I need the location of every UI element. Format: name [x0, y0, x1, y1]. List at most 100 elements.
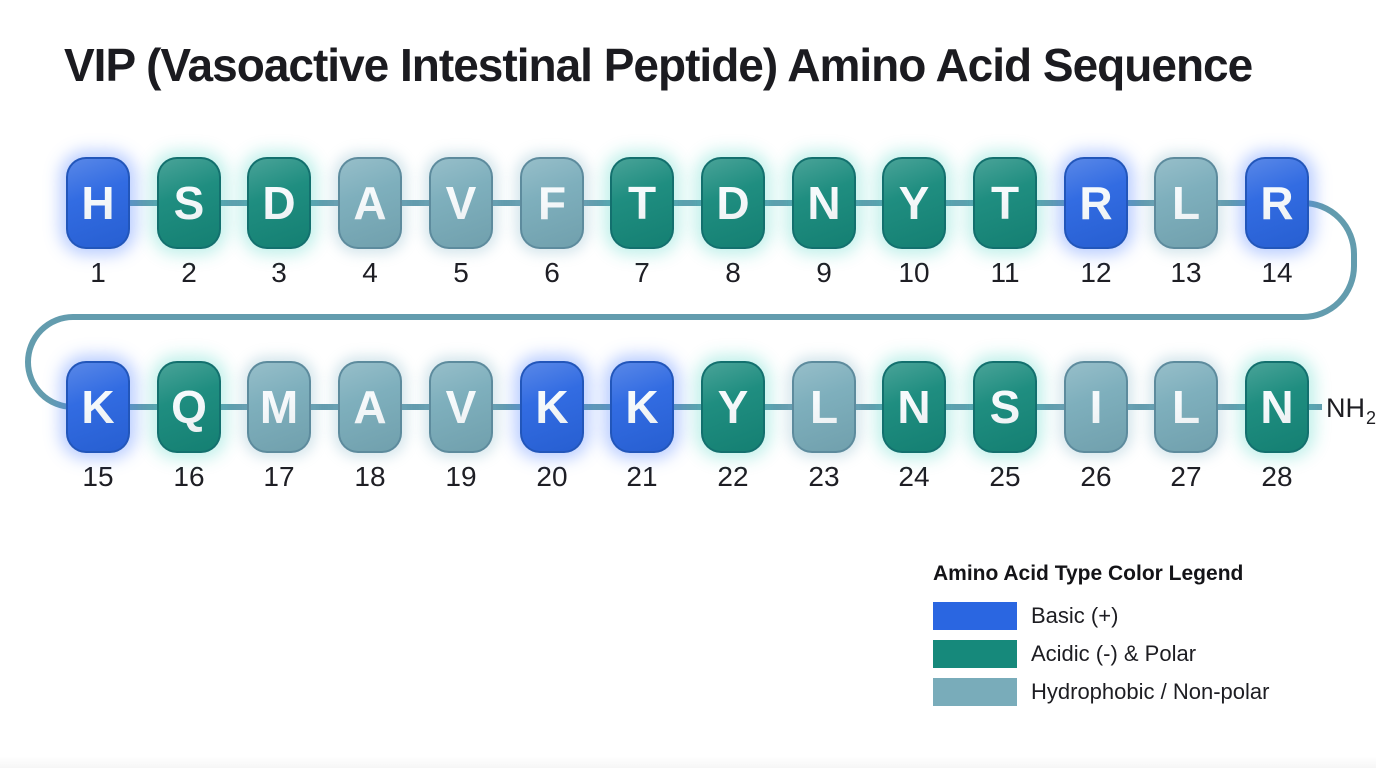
- residue-T11: T 11: [973, 157, 1037, 287]
- residue-S25: S 25: [973, 361, 1037, 491]
- residue-letter-box: N: [792, 157, 856, 249]
- residue-letter-box: L: [1154, 157, 1218, 249]
- residue-M17: M 17: [247, 361, 311, 491]
- residue-number: 21: [626, 461, 658, 492]
- residue-R12: R 12: [1064, 157, 1128, 287]
- residue-L27: L 27: [1154, 361, 1218, 491]
- residue-letter-box: H: [66, 157, 130, 249]
- residue-number: 24: [898, 461, 930, 492]
- residue-letter-box: V: [429, 361, 493, 453]
- residue-letter-box: T: [610, 157, 674, 249]
- residue-number: 27: [1170, 461, 1202, 492]
- residue-L13: L 13: [1154, 157, 1218, 287]
- residue-number: 3: [271, 257, 287, 288]
- residue-number: 2: [181, 257, 197, 288]
- residue-letter-box: Y: [882, 157, 946, 249]
- residue-letter-box: V: [429, 157, 493, 249]
- residue-number: 9: [816, 257, 832, 288]
- residue-number: 20: [536, 461, 568, 492]
- residue-letter-box: D: [701, 157, 765, 249]
- residue-number: 5: [453, 257, 469, 288]
- residue-number: 4: [362, 257, 378, 288]
- residue-number: 14: [1261, 257, 1293, 288]
- residue-letter-box: M: [247, 361, 311, 453]
- residue-number: 15: [82, 461, 114, 492]
- residue-number: 12: [1080, 257, 1112, 288]
- residue-K20: K 20: [520, 361, 584, 491]
- residue-number: 18: [354, 461, 386, 492]
- residue-letter-box: A: [338, 157, 402, 249]
- legend-swatch-basic: [933, 602, 1017, 630]
- residue-L23: L 23: [792, 361, 856, 491]
- residue-letter-box: R: [1064, 157, 1128, 249]
- residue-letter-box: L: [1154, 361, 1218, 453]
- legend-item-hydrophobic: Hydrophobic / Non-polar: [933, 678, 1269, 706]
- residue-number: 10: [898, 257, 930, 288]
- residue-letter-box: N: [1245, 361, 1309, 453]
- residue-letter-box: I: [1064, 361, 1128, 453]
- residue-number: 19: [445, 461, 477, 492]
- residue-letter-box: T: [973, 157, 1037, 249]
- residue-Q16: Q 16: [157, 361, 221, 491]
- residue-A18: A 18: [338, 361, 402, 491]
- bottom-edge-shade: [0, 756, 1376, 768]
- residue-number: 13: [1170, 257, 1202, 288]
- residue-letter-box: Y: [701, 361, 765, 453]
- legend-item-polar: Acidic (-) & Polar: [933, 640, 1269, 668]
- residue-R14: R 14: [1245, 157, 1309, 287]
- residue-Y10: Y 10: [882, 157, 946, 287]
- legend-label: Hydrophobic / Non-polar: [1031, 679, 1270, 704]
- residue-letter-box: R: [1245, 157, 1309, 249]
- residue-N24: N 24: [882, 361, 946, 491]
- residue-number: 28: [1261, 461, 1293, 492]
- residue-N28: N 28: [1245, 361, 1309, 491]
- residue-number: 23: [808, 461, 840, 492]
- residue-number: 16: [173, 461, 205, 492]
- residue-number: 7: [634, 257, 650, 288]
- legend-label: Basic (+): [1031, 603, 1119, 628]
- residue-number: 25: [989, 461, 1021, 492]
- residue-letter-box: K: [66, 361, 130, 453]
- legend-label: Acidic (-) & Polar: [1031, 641, 1197, 666]
- residue-letter-box: S: [157, 157, 221, 249]
- residue-letter-box: K: [520, 361, 584, 453]
- wrap-connector-line: [25, 200, 1357, 410]
- nh2-subscript: 2: [1366, 408, 1376, 428]
- residue-letter-box: D: [247, 157, 311, 249]
- residue-number: 6: [544, 257, 560, 288]
- legend-item-basic: Basic (+): [933, 602, 1269, 630]
- residue-number: 26: [1080, 461, 1112, 492]
- residue-letter-box: L: [792, 361, 856, 453]
- residue-letter-box: S: [973, 361, 1037, 453]
- residue-number: 17: [263, 461, 295, 492]
- residue-I26: I 26: [1064, 361, 1128, 491]
- residue-number: 11: [990, 257, 1020, 288]
- residue-number: 1: [90, 257, 106, 288]
- residue-letter-box: Q: [157, 361, 221, 453]
- legend-title: Amino Acid Type Color Legend: [933, 562, 1244, 585]
- nh2-text: NH: [1326, 393, 1365, 423]
- residue-K15: K 15: [66, 361, 130, 491]
- legend-swatch-polar: [933, 640, 1017, 668]
- nh2-terminal-label: NH2: [1326, 393, 1376, 428]
- residue-number: 8: [725, 257, 741, 288]
- residue-V19: V 19: [429, 361, 493, 491]
- residue-letter-box: F: [520, 157, 584, 249]
- page-title: VIP (Vasoactive Intestinal Peptide) Amin…: [64, 39, 1253, 91]
- legend-swatch-hydrophobic: [933, 678, 1017, 706]
- legend: Amino Acid Type Color Legend Basic (+) Ac…: [933, 562, 1269, 716]
- residue-letter-box: A: [338, 361, 402, 453]
- residue-letter-box: N: [882, 361, 946, 453]
